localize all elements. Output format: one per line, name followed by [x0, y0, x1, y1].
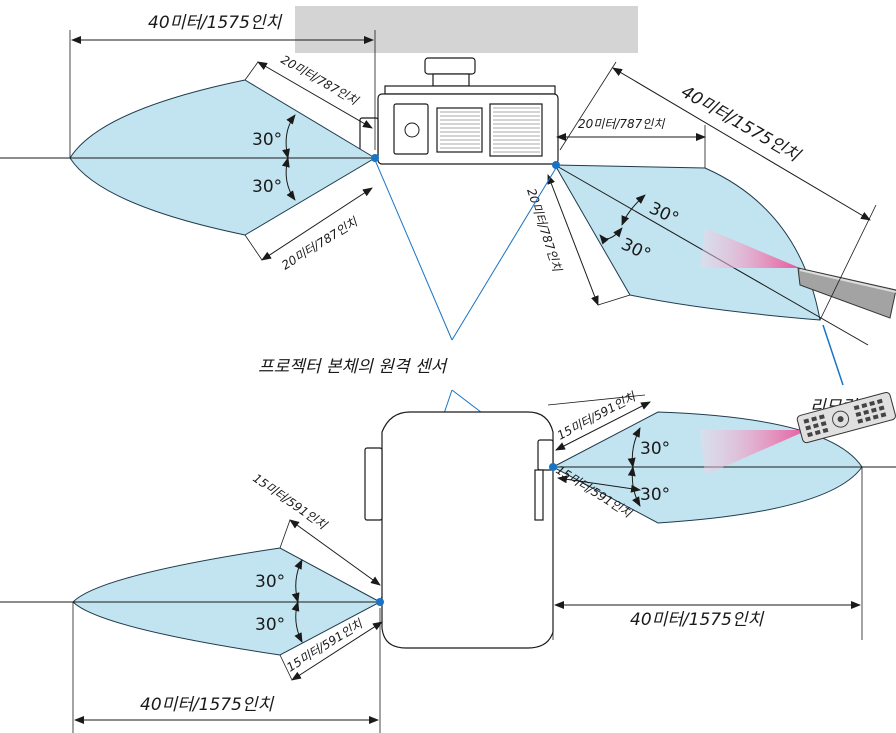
angle-label-br-upper: 30°	[640, 439, 670, 459]
dist-20m-tr-horizontal: 20미터/787인치	[578, 117, 665, 131]
angle-label-bl-lower: 30°	[255, 615, 285, 635]
dist-20m-tr-diagonal: 20미터/787인치	[524, 187, 564, 274]
dist-40m-bottom: 40미터/1575인치	[140, 695, 275, 715]
dist-20m-tl-lower: 20미터/787인치	[279, 214, 360, 272]
dist-20m-tl-upper: 20미터/787인치	[279, 52, 362, 108]
angle-label-br-lower: 30°	[640, 485, 670, 505]
remote-control-bottom	[796, 392, 896, 444]
angle-label-tl-upper: 30°	[252, 130, 282, 150]
gray-header-block	[295, 6, 638, 53]
sensor-caption: 프로젝터 본체의 원격 센서	[258, 357, 449, 377]
dist-40m-bottom-right: 40미터/1575인치	[630, 610, 765, 630]
projector-top-lens	[404, 122, 420, 138]
sensor-dot-top-left	[371, 154, 379, 162]
dist-15m-bl-upper: 15미터/591인치	[250, 471, 330, 533]
projector-top-vents	[440, 107, 540, 153]
remote-ir-cone-bottom	[700, 430, 808, 475]
angle-label-tl-lower: 30°	[252, 177, 282, 197]
sensor-dot-top-right	[552, 161, 560, 169]
sensor-dot-bottom-right	[549, 463, 557, 471]
remote-control-top	[797, 267, 896, 319]
remote-pointer-line	[822, 324, 844, 386]
dist-40m-top: 40미터/1575인치	[148, 13, 283, 33]
sensor-dot-bottom-left	[376, 598, 384, 606]
projector-bottom-view	[364, 411, 554, 649]
dist-40m-top-right: 40미터/1575인치	[678, 82, 805, 167]
remote-ir-cone-top	[700, 228, 800, 268]
angle-label-bl-upper: 30°	[255, 572, 285, 592]
